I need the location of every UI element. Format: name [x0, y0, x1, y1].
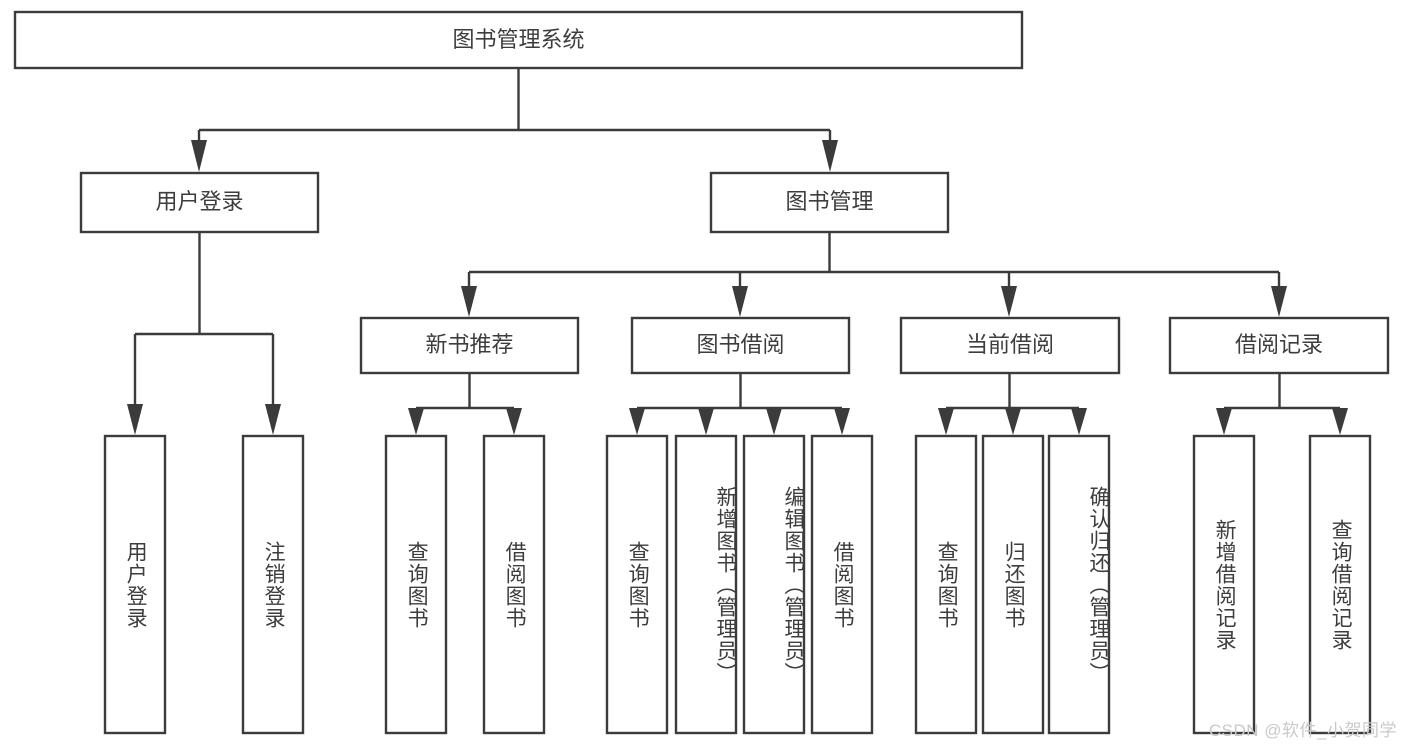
- node-leaf-add-book-admin-box[interactable]: [674, 434, 738, 735]
- node-user-login-box[interactable]: [79, 171, 320, 234]
- node-book-borrow-box[interactable]: [630, 316, 851, 375]
- node-leaf-query-books-current-box[interactable]: [914, 434, 978, 735]
- node-leaf-query-books-recommend-box[interactable]: [384, 434, 448, 735]
- node-root-label: 图书管理系统: [452, 27, 584, 52]
- node-borrow-record-box[interactable]: [1168, 316, 1390, 375]
- arrow-head-leaf-query-borrow-record: [1332, 408, 1348, 435]
- node-book-borrow-label: 图书借阅: [696, 332, 784, 357]
- node-leaf-edit-book-admin-box[interactable]: [742, 434, 806, 735]
- arrow-head-leaf-query-books-recommend: [408, 408, 424, 435]
- node-book-management-label: 图书管理: [785, 189, 873, 214]
- node-new-book-recommend-box[interactable]: [359, 316, 580, 375]
- arrow-head-leaf-confirm-return-admin: [1071, 408, 1087, 435]
- arrow-head-leaf-add-book-admin: [698, 408, 714, 435]
- node-current-borrow-box[interactable]: [899, 316, 1121, 375]
- connector-group: [127, 68, 1348, 435]
- arrow-head-book-borrow: [732, 286, 748, 317]
- arrow-head-leaf-logout-login: [265, 404, 281, 435]
- arrow-head-borrow-record: [1271, 286, 1287, 317]
- node-book-management-box[interactable]: [709, 171, 950, 234]
- node-leaf-confirm-return-admin-box[interactable]: [1047, 434, 1111, 735]
- arrow-head-leaf-query-books-borrow: [629, 408, 645, 435]
- csdn-watermark: CSDN @软件_小贺同学: [1208, 721, 1397, 740]
- node-group: 图书管理系统 用户登录 图书管理 新书推荐 图书借阅 当前借阅 借阅记录: [13, 10, 1390, 735]
- arrow-head-user-login: [191, 140, 207, 172]
- node-leaf-query-books-borrow-box[interactable]: [605, 434, 669, 735]
- arrow-head-leaf-user-login: [127, 404, 143, 435]
- arrow-head-new-book-recommend: [461, 286, 477, 317]
- node-leaf-borrow-books-recommend-box[interactable]: [482, 434, 546, 735]
- arrow-head-leaf-borrow-books: [834, 408, 850, 435]
- arrow-head-leaf-return-books: [1005, 408, 1021, 435]
- node-leaf-borrow-books-box[interactable]: [810, 434, 874, 735]
- node-borrow-record-label: 借阅记录: [1235, 332, 1323, 357]
- arrow-head-leaf-edit-book-admin: [766, 408, 782, 435]
- node-leaf-user-login-box[interactable]: [103, 434, 167, 735]
- node-leaf-return-books-box[interactable]: [981, 434, 1045, 735]
- node-leaf-logout-login-box[interactable]: [241, 434, 305, 735]
- arrow-head-leaf-query-books-current: [938, 408, 954, 435]
- node-root-box[interactable]: [13, 10, 1024, 70]
- node-current-borrow-label: 当前借阅: [966, 332, 1054, 357]
- node-leaf-add-borrow-record-box[interactable]: [1192, 434, 1256, 735]
- arrow-head-leaf-add-borrow-record: [1216, 408, 1232, 435]
- arrow-head-current-borrow: [1001, 286, 1017, 317]
- arrow-head-book-management: [822, 140, 838, 172]
- node-user-login-label: 用户登录: [155, 189, 243, 214]
- node-new-book-recommend-label: 新书推荐: [425, 332, 513, 357]
- arrow-head-leaf-borrow-books-recommend: [506, 408, 522, 435]
- node-leaf-query-borrow-record-box[interactable]: [1308, 434, 1372, 735]
